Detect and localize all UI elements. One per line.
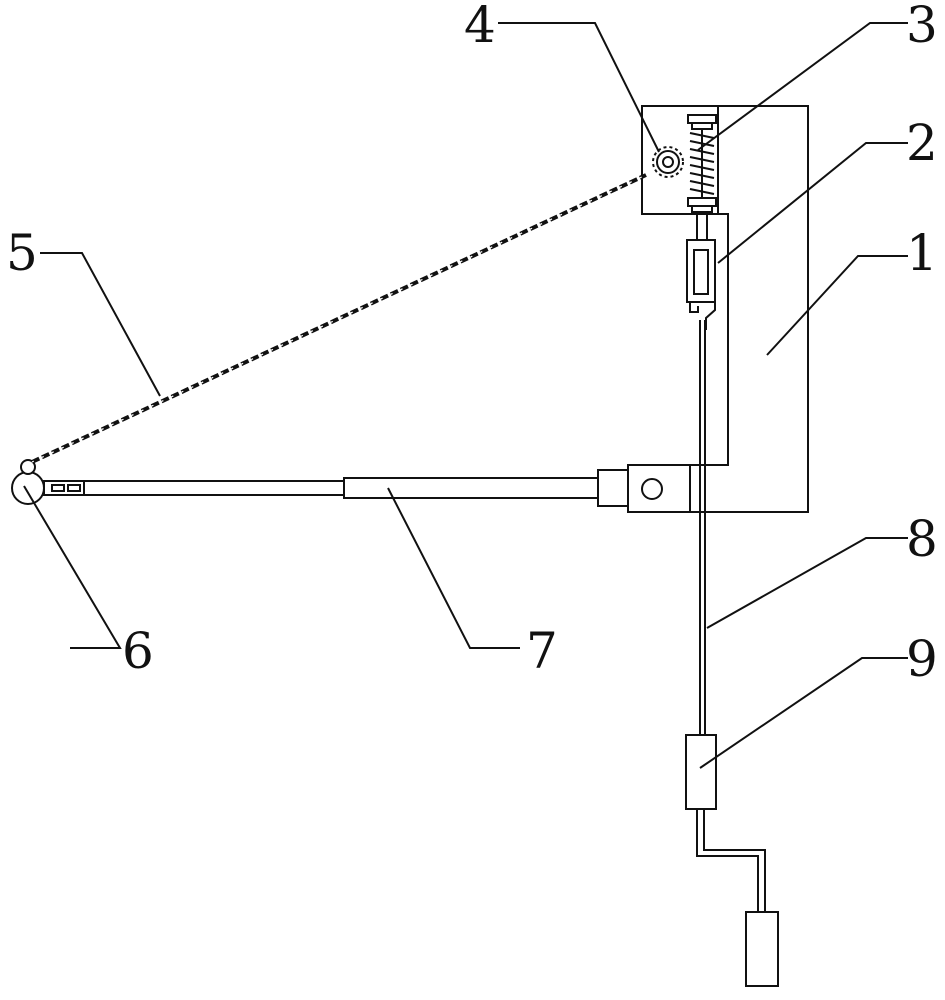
callout-6: 6 [122,622,154,680]
chain [31,173,647,464]
connector-housing [686,212,716,330]
end-pulley [11,459,85,505]
callout-7: 7 [526,622,558,680]
callout-8: 8 [906,510,938,568]
spring-assembly [687,114,717,213]
gear [652,146,684,178]
callout-2: 2 [906,114,938,172]
callout-9: 9 [906,630,938,688]
callout-5: 5 [6,224,38,282]
bracket-strip [690,213,729,466]
handle-block [685,734,779,987]
telescopic-arm [83,464,691,513]
cable [699,320,706,735]
leader-lines [23,22,908,769]
callout-3: 3 [906,0,938,54]
callout-4: 4 [464,0,496,54]
callout-1: 1 [906,224,938,282]
